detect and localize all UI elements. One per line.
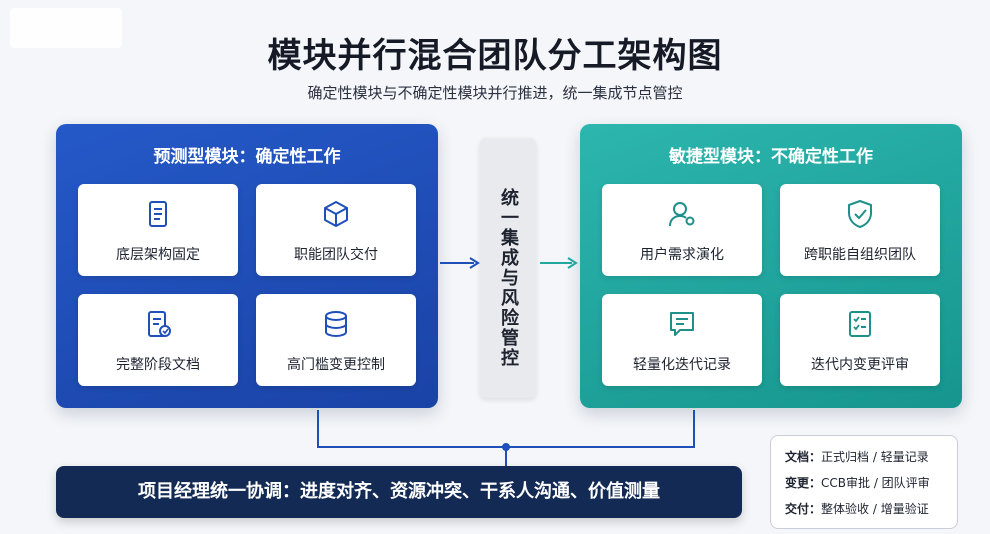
- left-panel-title: 预测型模块：确定性工作: [153, 147, 341, 167]
- legend-row-delivery: 交付：整体验收 / 增量验证: [785, 500, 929, 517]
- checklist-icon: [849, 311, 871, 337]
- card-label: 职能团队交付: [294, 247, 378, 263]
- card-iteration-records: 轻量化迭代记录: [602, 294, 762, 386]
- legend-key: 变更：: [785, 476, 822, 490]
- document-icon: [149, 201, 167, 227]
- card-cross-functional: 跨职能自组织团队: [780, 184, 940, 276]
- card-label: 用户需求演化: [640, 247, 724, 263]
- integration-node: 统一集成与风险管控: [480, 138, 536, 398]
- bottom-connector: [317, 410, 695, 448]
- connector-dot: [502, 443, 510, 451]
- card-stage-docs: 完整阶段文档: [78, 294, 238, 386]
- pm-coordination-bar: 项目经理统一协调：进度对齐、资源冲突、干系人沟通、价值测量: [56, 466, 742, 518]
- chat-note-icon: [670, 312, 694, 336]
- legend-key: 文档：: [785, 450, 822, 464]
- card-change-control: 高门槛变更控制: [256, 294, 416, 386]
- integration-node-label: 统一集成与风险管控: [498, 188, 519, 368]
- card-label: 跨职能自组织团队: [804, 247, 916, 263]
- page-title: 模块并行混合团队分工架构图: [267, 36, 723, 76]
- card-label: 迭代内变更评审: [811, 357, 909, 373]
- right-panel-title: 敏捷型模块：不确定性工作: [669, 147, 873, 167]
- right-panel-agile: 敏捷型模块：不确定性工作 用户需求演化 跨职能自组织团队 轻量化迭代记录: [580, 124, 962, 408]
- card-label: 高门槛变更控制: [287, 357, 385, 373]
- legend-value: 整体验收 / 增量验证: [821, 502, 929, 516]
- legend-key: 交付：: [785, 502, 822, 516]
- card-label: 底层架构固定: [116, 247, 200, 263]
- legend-value: 正式归档 / 轻量记录: [821, 450, 929, 464]
- card-change-review: 迭代内变更评审: [780, 294, 940, 386]
- shield-check-icon: [848, 200, 872, 228]
- left-panel-predictive: 预测型模块：确定性工作 底层架构固定 职能团队交付 完整阶段文档: [56, 124, 438, 408]
- legend-box: 文档：正式归档 / 轻量记录 变更：CCB审批 / 团队评审 交付：整体验收 /…: [770, 435, 958, 529]
- database-icon: [325, 311, 347, 338]
- legend-row-change: 变更：CCB审批 / 团队评审: [785, 474, 930, 491]
- legend-row-docs: 文档：正式归档 / 轻量记录: [785, 448, 929, 465]
- cube-icon: [324, 201, 348, 227]
- user-icon: [669, 202, 695, 227]
- page-subtitle: 确定性模块与不确定性模块并行推进，统一集成节点管控: [307, 84, 683, 102]
- document-edit-icon: [148, 311, 171, 337]
- card-label: 完整阶段文档: [116, 357, 200, 373]
- arrowhead-right: [567, 257, 578, 269]
- blurred-logo: [10, 8, 122, 48]
- card-label: 轻量化迭代记录: [633, 357, 731, 373]
- arrowhead-left: [469, 257, 480, 269]
- card-functional-team: 职能团队交付: [256, 184, 416, 276]
- card-user-needs: 用户需求演化: [602, 184, 762, 276]
- card-base-architecture: 底层架构固定: [78, 184, 238, 276]
- legend-value: CCB审批 / 团队评审: [821, 476, 930, 490]
